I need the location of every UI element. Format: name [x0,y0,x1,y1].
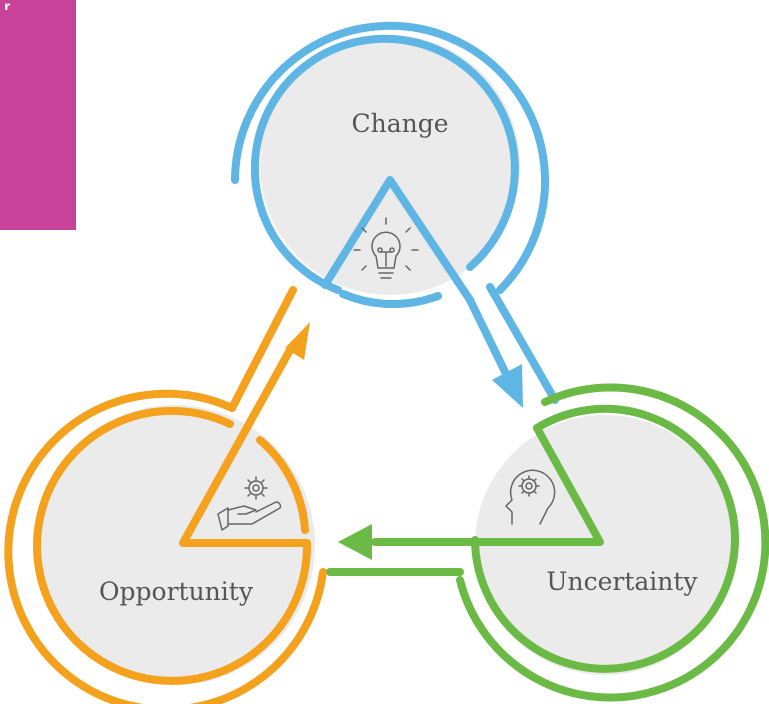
opportunity-triangle [179,346,311,547]
opportunity-inner-ring [33,406,312,685]
change-triangle [321,176,474,304]
uncertainty-arrowhead [338,524,372,560]
change-outer-rail [486,283,559,404]
opportunity-label: Opportunity [99,577,254,606]
uncertainty-node [326,383,769,702]
opportunity-circle [35,405,315,685]
change-arrowhead [492,364,523,408]
change-bottom-arc [339,290,442,309]
opportunity-small-arc [256,436,309,534]
change-node [231,21,559,404]
lightbulb-icon [353,217,419,279]
corner-panel: r [0,0,76,230]
uncertainty-inner-ring [471,404,739,673]
uncertainty-label: Uncertainty [546,567,698,596]
opportunity-node [4,286,327,704]
change-circle [260,35,520,295]
head-gear-icon [505,469,556,525]
uncertainty-outer-ring [456,383,769,702]
change-outer-ring [231,21,549,294]
uncertainty-triangle [471,424,604,546]
change-label: Change [351,109,448,138]
opportunity-arrowhead [285,322,310,360]
change-inner-ring [250,34,519,294]
uncertainty-circle [475,415,735,675]
hand-gear-icon [217,476,282,531]
opportunity-outer-ring [4,389,327,704]
change-arrow-shaft [466,296,514,386]
opportunity-outer-rail [228,286,297,412]
corner-panel-text: r [4,0,11,10]
